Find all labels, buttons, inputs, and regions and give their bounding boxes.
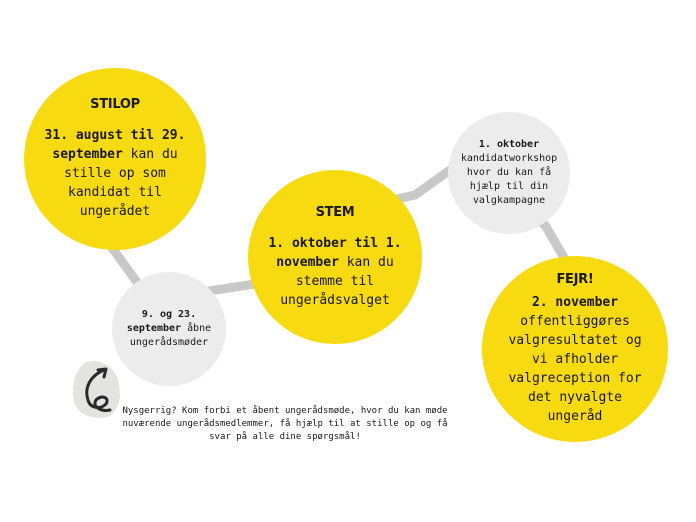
curious-note: Nysgerrig? Kom forbi et åbent ungerådsmø… [122,406,448,442]
meetings-date: 9. og 23. september [126,309,197,334]
stilop-title: STILOP [90,97,140,112]
stilop-text: kan du stille op som kandidat til ungerå… [64,147,178,219]
meetings-text: åbne ungerådsmøder [129,323,212,348]
curved-arrow-icon [72,360,120,418]
workshop-date: 1. oktober [478,139,540,150]
stilop-date-range: 31. august til 29. september [44,128,186,162]
stem-date-range: 1. oktober til 1. november [268,235,402,270]
fejr-title: FEJR! [556,272,594,287]
meetings-circle: 9. og 23. september åbne ungerådsmøder [112,272,226,386]
stem-circle: STEM 1. oktober til 1. november kan du s… [248,170,422,344]
workshop-text: kandidatworkshop hvor du kan få hjælp ti… [460,153,558,206]
fejr-date: 2. november [531,295,619,310]
fejr-circle: FEJR! 2. november offentliggøres valgres… [482,256,668,442]
fejr-text: offentliggøres valgresultatet og vi afho… [508,314,642,424]
stem-title: STEM [315,204,355,220]
stem-text: kan du stemme til ungerådsvalget [280,254,394,308]
stilop-circle: STILOP 31. august til 29. september kan … [24,68,206,250]
workshop-circle: 1. oktober kandidatworkshop hvor du kan … [448,112,570,234]
